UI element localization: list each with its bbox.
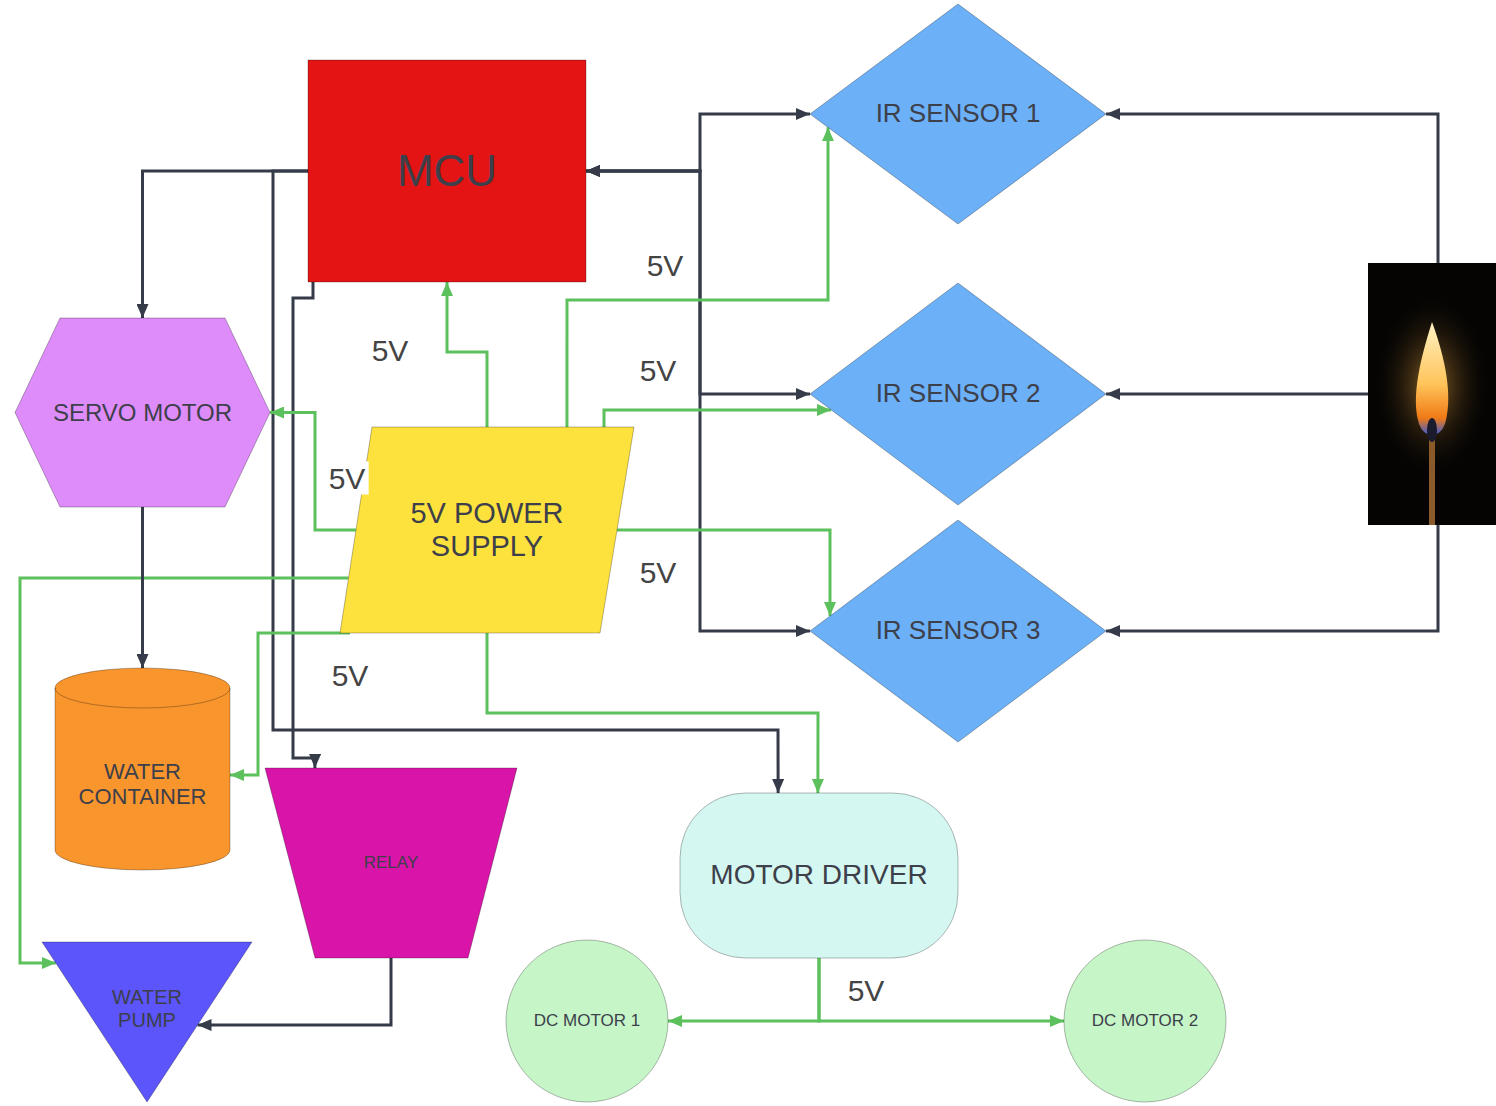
node-label: IR SENSOR 3 <box>876 616 1041 646</box>
outline-path <box>42 942 252 1102</box>
outline-path <box>55 688 230 708</box>
node-label: RELAY <box>364 853 419 873</box>
water-pump-triangle: WATER PUMP <box>42 942 252 1102</box>
dc-motor-circle: DC MOTOR 2 <box>1064 940 1226 1102</box>
wire-connector <box>230 633 350 775</box>
node-label: DC MOTOR 1 <box>534 1011 640 1031</box>
node-label: IR SENSOR 2 <box>876 379 1041 409</box>
node-label: DC MOTOR 2 <box>1092 1011 1198 1031</box>
wire-connector <box>819 958 1064 1021</box>
outline-path <box>265 768 517 958</box>
outline-path <box>15 318 270 507</box>
motor-driver-box: MOTOR DRIVER <box>680 793 958 958</box>
node-label: 5V POWER SUPPLY <box>395 497 579 564</box>
node-label: IR SENSOR 1 <box>876 99 1041 129</box>
outline-path <box>340 427 634 633</box>
wire-connector <box>617 530 830 616</box>
flame-photo <box>1368 263 1496 525</box>
voltage-label: 5V <box>637 556 680 589</box>
voltage-label: 5V <box>369 334 412 367</box>
outline-path <box>506 940 668 1102</box>
dc-motor-circle: DC MOTOR 1 <box>506 940 668 1102</box>
water-container-cylinder: WATER CONTAINER <box>55 668 230 870</box>
sensor-wire <box>1106 114 1438 263</box>
outline-path <box>1064 940 1226 1102</box>
relay-trapezoid: RELAY <box>265 768 517 958</box>
outline-path <box>810 4 1106 224</box>
voltage-label: 5V <box>644 249 687 282</box>
voltage-label: 5V <box>637 354 680 387</box>
outline-path <box>810 283 1106 505</box>
sensor-diamond: IR SENSOR 1 <box>810 4 1106 224</box>
power-supply-parallelogram: 5V POWER SUPPLY <box>340 427 634 633</box>
node-label: WATER CONTAINER <box>65 759 220 810</box>
voltage-label: 5V <box>329 659 372 692</box>
wire-connector <box>586 114 810 171</box>
wire-connector <box>293 282 315 768</box>
match-stick <box>1429 440 1435 525</box>
wire-connector <box>604 410 831 427</box>
outline-path <box>55 668 230 870</box>
sensor-wire <box>1106 525 1438 631</box>
flame-core <box>1427 418 1437 442</box>
servo-hexagon: SERVO MOTOR <box>15 318 270 507</box>
node-label: MCU <box>397 146 497 197</box>
wire-connector <box>447 282 487 427</box>
outline-path <box>308 60 586 282</box>
outline-path <box>810 520 1106 742</box>
voltage-label: 5V <box>845 974 888 1007</box>
wire-connector <box>586 171 810 394</box>
sensor-diamond: IR SENSOR 2 <box>810 283 1106 505</box>
voltage-label: 5V <box>326 462 369 495</box>
wire-connector <box>143 171 309 318</box>
wire-connector <box>668 958 819 1021</box>
wire-connector <box>567 127 828 427</box>
node-label: MOTOR DRIVER <box>710 859 927 891</box>
wire-connector <box>586 171 810 631</box>
wire-connector <box>487 633 818 793</box>
sensor-wire <box>1106 393 1368 396</box>
outline-path <box>680 793 958 958</box>
sensor-diamond: IR SENSOR 3 <box>810 520 1106 742</box>
wire-connector <box>141 507 144 668</box>
node-label: WATER PUMP <box>92 986 202 1032</box>
node-label: SERVO MOTOR <box>53 399 232 427</box>
mcu-box: MCU <box>308 60 586 282</box>
